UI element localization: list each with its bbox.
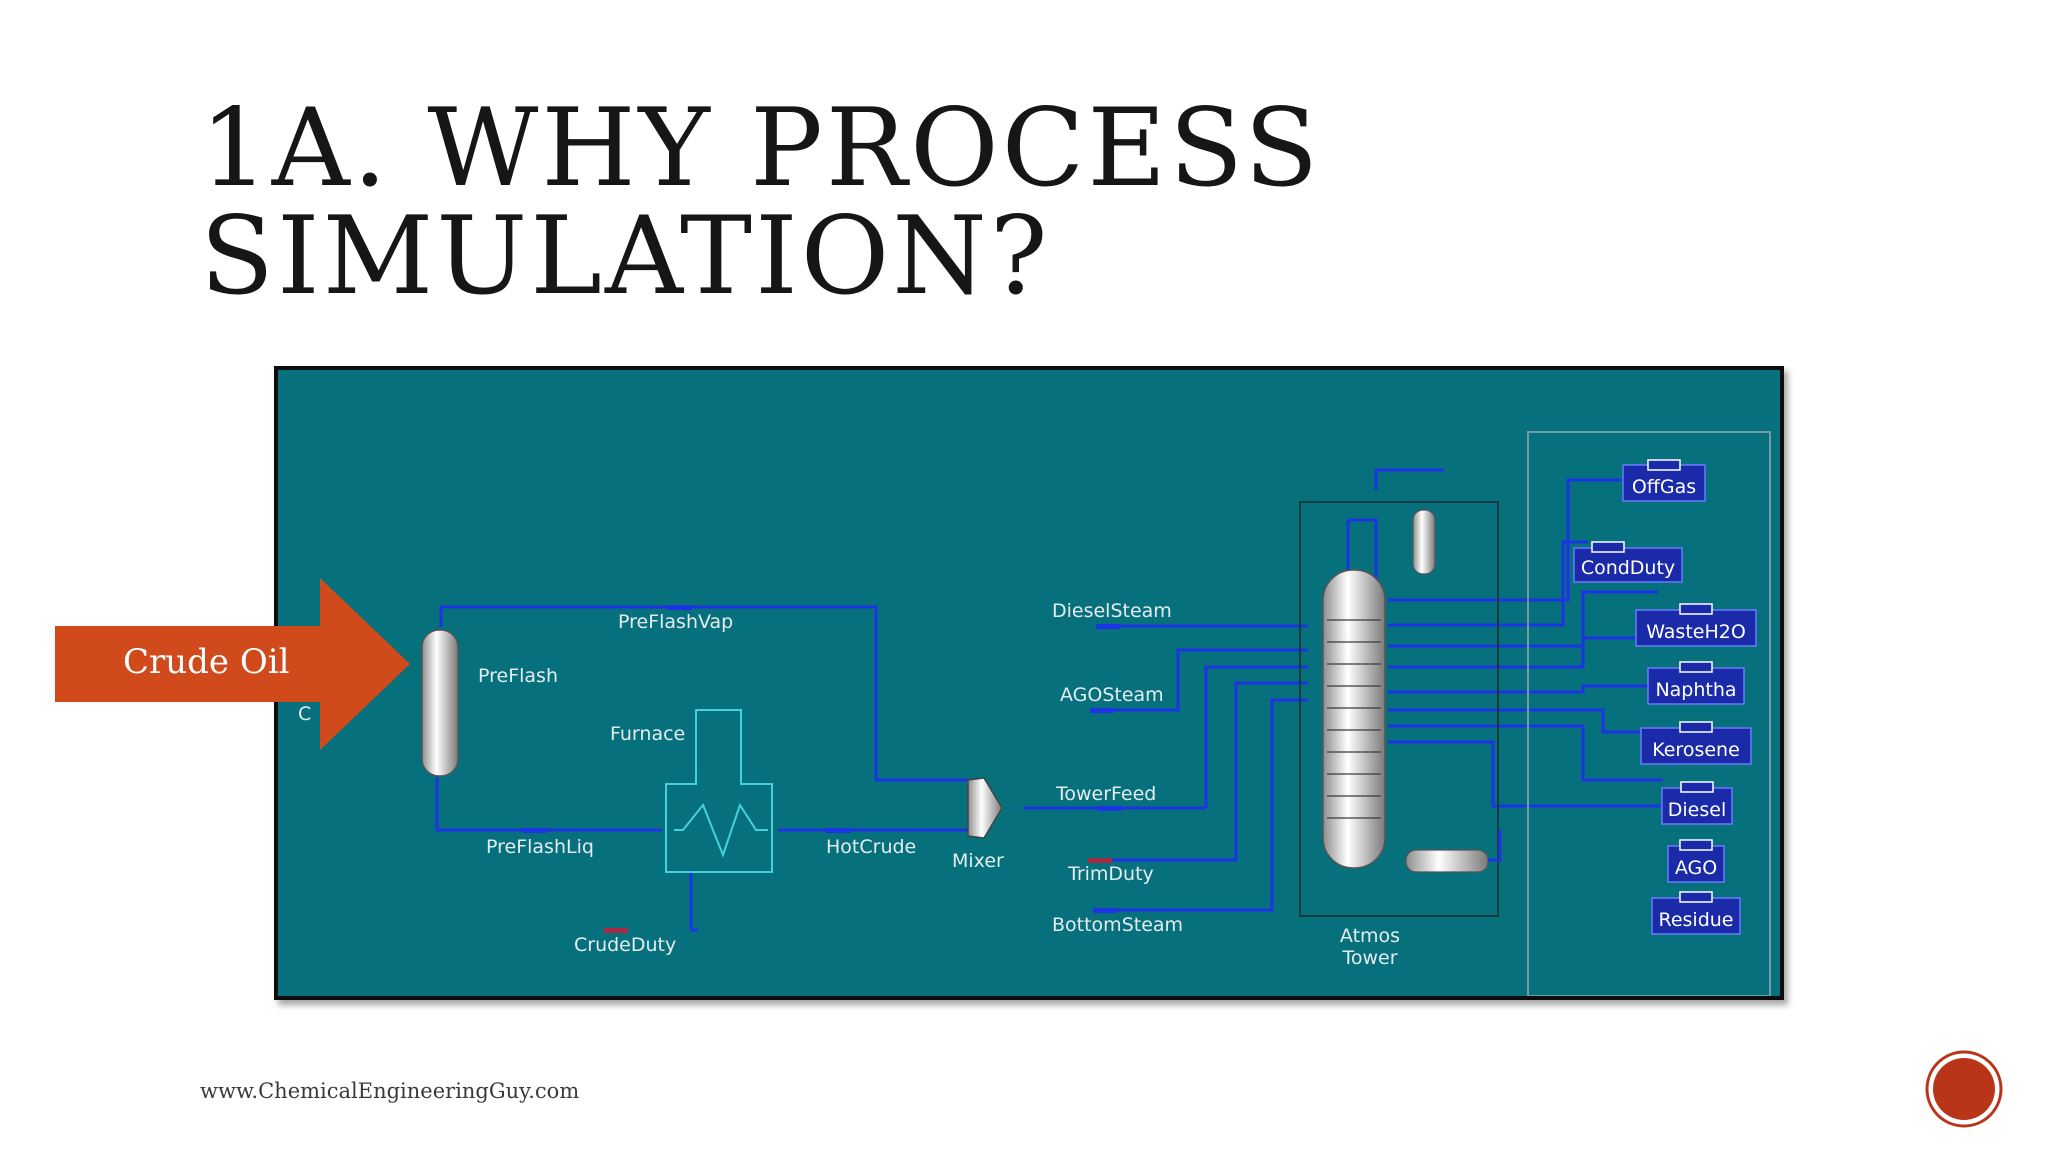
product-wasteh2o: WasteH2O [1635, 603, 1757, 647]
column-trays [1327, 619, 1381, 819]
offgas-draw [1388, 478, 1638, 602]
ago-draw [1388, 724, 1663, 782]
preflash-label: PreFlash [478, 665, 558, 687]
slide-badge-icon [1925, 1050, 2003, 1128]
mixer-unit [967, 777, 1003, 839]
crudeduty-line [689, 870, 698, 932]
product-kerosene: Kerosene [1640, 721, 1752, 765]
product-ago: AGO [1667, 839, 1725, 883]
preflash-vap-label: PreFlashVap [618, 611, 733, 633]
diesel-draw [1388, 708, 1663, 734]
product-label-residue: Residue [1658, 909, 1733, 931]
product-label-wasteh2o: WasteH2O [1646, 621, 1746, 643]
atmos-label-2: Tower [1341, 947, 1397, 969]
bottomsteam-label: BottomSteam [1052, 914, 1183, 936]
flowsheet-canvas: PreFlash C PreFlashVap PreFlashLiq Furna… [298, 431, 1771, 996]
reboiler-line [1488, 830, 1502, 862]
product-diesel: Diesel [1661, 781, 1733, 825]
reboiler [1405, 849, 1489, 873]
title-line-1: 1a. Why Process [200, 86, 1322, 211]
atmos-tower-box [1299, 501, 1499, 917]
hotcrude-label: HotCrude [826, 836, 916, 858]
crudeduty-label: CrudeDuty [574, 934, 676, 956]
trimduty-stream [1108, 681, 1308, 862]
product-offgas: OffGas [1622, 459, 1706, 502]
atmos-label-1: Atmos [1340, 925, 1400, 947]
furnace-unit [665, 709, 773, 873]
condduty-draw [1388, 540, 1588, 627]
product-label-kerosene: Kerosene [1652, 739, 1740, 761]
callout-arrow-shape [55, 578, 410, 750]
preflash-liq-stream [435, 777, 662, 832]
bottomsteam-stream [1114, 698, 1308, 912]
partial-feed-label: C [298, 703, 311, 725]
towerfeed-stream [1204, 665, 1308, 808]
naphtha-draw [1388, 636, 1668, 669]
stream-lines [435, 468, 1668, 932]
products-panel [1527, 431, 1771, 996]
product-label-diesel: Diesel [1668, 799, 1726, 821]
product-label-naphtha: Naphtha [1655, 679, 1736, 701]
product-label-condduty: CondDuty [1581, 557, 1675, 579]
product-naphtha: Naphtha [1647, 661, 1745, 705]
residue-draw [1388, 740, 1663, 808]
process-flow-diagram: PreFlash C PreFlashVap PreFlashLiq Furna… [274, 366, 1784, 1000]
dieselsteam-label: DieselSteam [1052, 600, 1172, 622]
atmos-column [1322, 569, 1386, 869]
preflash-vessel [421, 629, 459, 777]
towerfeed-label: TowerFeed [1055, 783, 1156, 805]
furnace-label: Furnace [610, 723, 685, 745]
product-residue: Residue [1651, 891, 1741, 935]
agosteam-stream [1103, 648, 1308, 712]
product-label-offgas: OffGas [1632, 476, 1696, 498]
crude-oil-label: Crude Oil [123, 642, 290, 682]
mixer-label: Mixer [952, 850, 1004, 872]
slide-title: 1a. Why Process Simulation? [200, 95, 1600, 311]
product-label-ago: AGO [1675, 857, 1717, 879]
wasteh2o-draw [1388, 590, 1658, 648]
kerosene-draw [1388, 684, 1658, 694]
stream-markers [523, 605, 1122, 933]
preflash-vap-stream [439, 605, 968, 782]
preflash-liq-label: PreFlashLiq [486, 836, 594, 858]
agosteam-label: AGOSteam [1060, 684, 1164, 706]
product-condduty: CondDuty [1573, 541, 1683, 583]
trimduty-label: TrimDuty [1067, 863, 1154, 885]
condenser-drum [1412, 509, 1436, 575]
footer-url: www.ChemicalEngineeringGuy.com [200, 1079, 580, 1103]
crude-oil-callout-arrow: Crude Oil [55, 578, 410, 750]
title-line-2: Simulation? [200, 194, 1051, 319]
